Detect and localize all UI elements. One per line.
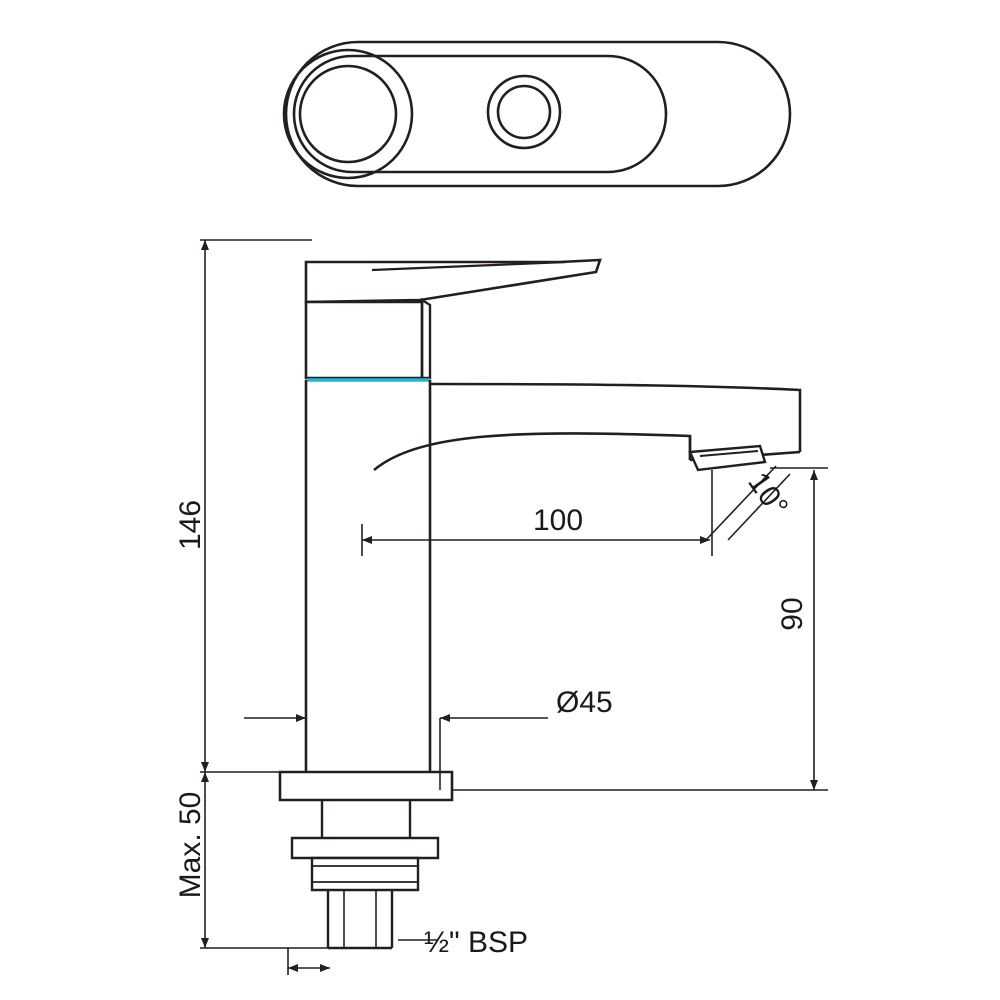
aerator-outlet [688,444,767,472]
top-view-outlet-inner-circle [496,84,552,140]
dim-label-90: 90 [776,597,809,630]
washer [290,836,440,860]
aerator-inner-line [699,450,759,457]
dim-label-100: 100 [533,504,583,537]
top-view [282,40,792,188]
dimension-lines [200,239,828,975]
dim-label-angle: 10° [741,467,794,523]
handle-body [304,300,424,380]
spout-top-profile [429,382,802,452]
dim-label-max50: Max. 50 [174,792,207,899]
handle-body-side [420,297,432,380]
top-view-base-inner-circle [298,64,398,164]
top-view-base-circle [282,48,414,180]
lock-nut [310,856,420,892]
top-view-outlet-circle [486,74,562,150]
dim-angle-leader-2 [727,473,791,541]
front-view [278,258,802,950]
base-flange [278,770,454,802]
dim-label-bsp: ½" BSP [424,926,528,959]
handle-lever-inner-line [371,260,567,272]
dim-angle-leader-1 [705,465,777,541]
spout-bottom-profile [373,432,692,472]
dim-label-146: 146 [174,500,207,550]
dim-label-d45: Ø45 [556,686,613,719]
top-view-inner-outline [292,54,668,174]
top-view-handle-outline [284,40,792,188]
